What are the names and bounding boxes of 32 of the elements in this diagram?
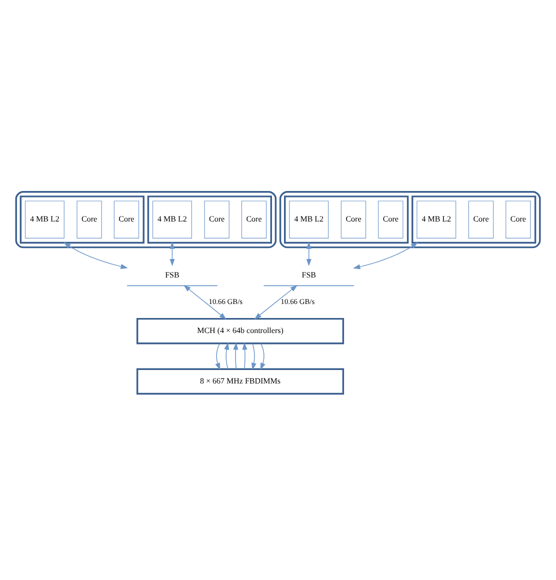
arrow — [233, 342, 238, 369]
node-box: Core — [468, 200, 494, 238]
cluster — [284, 195, 409, 244]
node-box: 4 MB L2 — [416, 200, 456, 238]
cluster — [412, 195, 536, 244]
node-text: FSB — [165, 270, 180, 279]
arrow — [352, 242, 418, 269]
node-box: MCH (4 × 64b controllers) — [136, 317, 344, 344]
node-box: 4 MB L2 — [289, 200, 329, 238]
arrow — [254, 284, 298, 319]
arrow — [242, 342, 248, 369]
arrow — [184, 284, 226, 319]
arrow — [260, 342, 266, 370]
node-box: 4 MB L2 — [152, 200, 192, 238]
arrow — [251, 342, 256, 370]
node-box: Core — [76, 200, 102, 238]
node-box: Core — [378, 200, 404, 238]
arrow — [170, 241, 175, 266]
arrow — [224, 342, 230, 369]
cluster — [147, 195, 272, 244]
node-box: 4 MB L2 — [24, 200, 64, 238]
node-box: Core — [241, 200, 267, 238]
arrow — [215, 342, 220, 370]
cluster — [20, 195, 144, 244]
node-box: Core — [340, 200, 366, 238]
arrow — [306, 241, 312, 266]
node-box: 8 × 667 MHz FBDIMMs — [136, 368, 344, 394]
node-text: FSB — [302, 270, 316, 279]
node-box: Core — [506, 200, 531, 238]
node-box: Core — [114, 200, 140, 238]
arrow — [64, 242, 128, 268]
node-box: Core — [204, 200, 230, 238]
